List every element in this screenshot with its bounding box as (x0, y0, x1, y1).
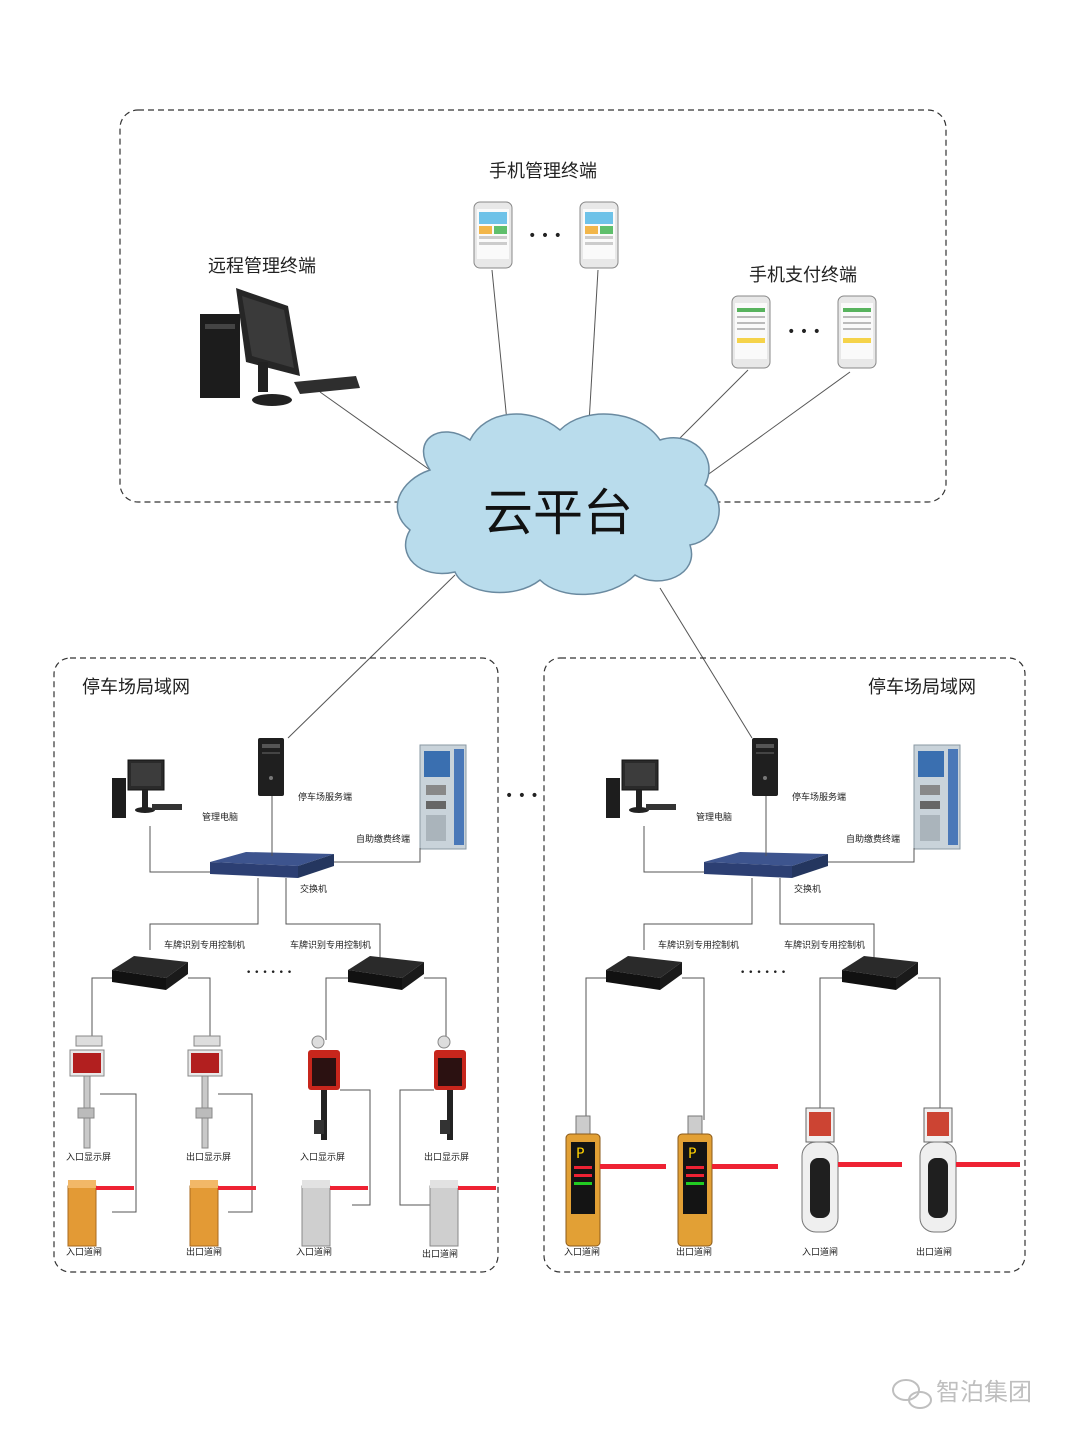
link-ctrl-device (91, 977, 112, 1040)
lan-left-mgmt-pc-label: 管理电脑 (202, 811, 238, 823)
remote-terminal-label: 远程管理终端 (208, 256, 316, 277)
remote-terminal-computer-icon (200, 288, 360, 406)
lan-right-exit-gate-icon (677, 1115, 779, 1247)
lan-left-switch-icon (210, 852, 334, 878)
lan-left-title: 停车场局域网 (82, 677, 190, 698)
lan-left-entry-display-icon (307, 1035, 341, 1141)
link-mobile-pay-2 (705, 371, 851, 477)
link-switch-ctrl2 (285, 878, 381, 958)
lan-right-kiosk-icon (913, 744, 961, 850)
link-display-gate (218, 1093, 253, 1213)
lan-left-controller2-label: 车牌识别专用控制机 (290, 939, 371, 951)
lan-left-item-label: 出口显示屏 (424, 1151, 469, 1163)
lan-right-entry-gate-icon (801, 1107, 903, 1233)
link-mobile-manage-2 (587, 269, 599, 441)
link-mobile-pay-1 (667, 369, 749, 451)
lan-right-mgmt-pc-label: 管理电脑 (696, 811, 732, 823)
link-ctrl-device (325, 977, 348, 1040)
lan-left-item-label: 入口显示屏 (66, 1152, 111, 1163)
lan-left-exit-display-icon (187, 1035, 223, 1149)
mobile-manage-phone-icon (579, 201, 619, 269)
lan-right-controller-dots: • • • • • • (740, 968, 786, 978)
lan-left-item-label: 出口显示屏 (186, 1151, 231, 1163)
lan-right-item-label: 入口道闸 (802, 1246, 838, 1258)
link-kiosk-switch (334, 848, 421, 863)
mobile-manage-label: 手机管理终端 (489, 161, 597, 182)
lan-left-entry-gate-icon (67, 1179, 135, 1247)
lan-right-title: 停车场局域网 (868, 677, 976, 698)
mobile-pay-ellipsis: • • • (787, 324, 821, 340)
lan-right-controller-icon (606, 956, 682, 990)
lan-right-item-label: 出口道闸 (916, 1246, 952, 1258)
lan-left-border (53, 657, 499, 1273)
link-cloud-lan-right (659, 587, 753, 739)
lan-right-server-icon (752, 738, 778, 796)
link-ctrl-gate (918, 977, 941, 1110)
link-switch-ctrl1 (149, 878, 259, 950)
lan-left-server-icon (258, 738, 284, 796)
lan-right-controller2-label: 车牌识别专用控制机 (784, 939, 865, 951)
link-display-gate (100, 1093, 137, 1213)
link-display-gate (340, 1089, 371, 1206)
link-kiosk-switch (828, 848, 915, 863)
lan-left-exit-display-icon (433, 1035, 467, 1141)
link-ctrl-gate (819, 977, 842, 1110)
lan-left-controller-dots: • • • • • • (246, 968, 292, 978)
lan-left-entry-display-icon (69, 1035, 105, 1149)
lan-left-item-label: 出口道闸 (422, 1248, 458, 1260)
lan-left-controller-icon (112, 956, 188, 990)
lan-left-item-label: 出口道闸 (186, 1246, 222, 1258)
lan-right-entry-gate-icon (565, 1115, 667, 1247)
link-display-gate (399, 1089, 434, 1206)
link-ctrl-device (188, 977, 211, 1040)
lan-left-item-label: 入口道闸 (66, 1246, 102, 1258)
wechat-icon (892, 1379, 932, 1409)
lan-left-kiosk-icon (419, 744, 467, 850)
cloud-platform-label: 云平台 (483, 484, 633, 542)
lan-left-controller1-label: 车牌识别专用控制机 (164, 939, 245, 951)
cloud-region-border (119, 109, 947, 503)
link-ctrl-gate (585, 977, 606, 1120)
link-switch-ctrl1 (643, 878, 753, 950)
lan-left-exit-gate-icon (429, 1179, 497, 1247)
lan-left-kiosk-label: 自助缴费终端 (356, 833, 410, 845)
lan-left-exit-gate-icon (189, 1179, 257, 1247)
between-lans-ellipsis: • • • (505, 788, 539, 804)
lan-left-item-label: 入口道闸 (296, 1246, 332, 1258)
mobile-pay-phone-icon (731, 295, 771, 369)
lan-right-item-label: 入口道闸 (564, 1246, 600, 1258)
watermark-text: 智泊集团 (936, 1378, 1032, 1406)
lan-right-exit-gate-icon (919, 1107, 1021, 1233)
link-ctrl-gate (682, 977, 705, 1120)
lan-right-server-label: 停车场服务端 (792, 791, 846, 803)
lan-right-kiosk-label: 自助缴费终端 (846, 833, 900, 845)
lan-right-mgmt-pc-icon (605, 759, 677, 819)
lan-right-switch-label: 交换机 (794, 883, 821, 895)
lan-right-item-label: 出口道闸 (676, 1246, 712, 1258)
link-pc-switch (149, 826, 210, 873)
cloud-icon (396, 413, 720, 596)
link-ctrl-device (424, 977, 447, 1040)
lan-left-controller-icon (348, 956, 424, 990)
lan-left-server-label: 停车场服务端 (298, 791, 352, 803)
lan-right-border (543, 657, 1026, 1273)
lan-right-controller-icon (842, 956, 918, 990)
mobile-manage-phone-icon (473, 201, 513, 269)
lan-right-controller1-label: 车牌识别专用控制机 (658, 939, 739, 951)
mobile-pay-phone-icon (837, 295, 877, 369)
mobile-manage-ellipsis: • • • (528, 228, 562, 244)
link-pc-switch (643, 826, 704, 873)
lan-right-switch-icon (704, 852, 828, 878)
mobile-pay-label: 手机支付终端 (749, 265, 857, 286)
link-cloud-lan-left (287, 574, 456, 739)
lan-left-switch-label: 交换机 (300, 883, 327, 895)
lan-left-item-label: 入口显示屏 (300, 1152, 345, 1163)
link-switch-ctrl2 (779, 878, 875, 958)
lan-left-entry-gate-icon (301, 1179, 369, 1247)
lan-left-mgmt-pc-icon (111, 759, 183, 819)
link-remote-terminal (319, 391, 431, 471)
